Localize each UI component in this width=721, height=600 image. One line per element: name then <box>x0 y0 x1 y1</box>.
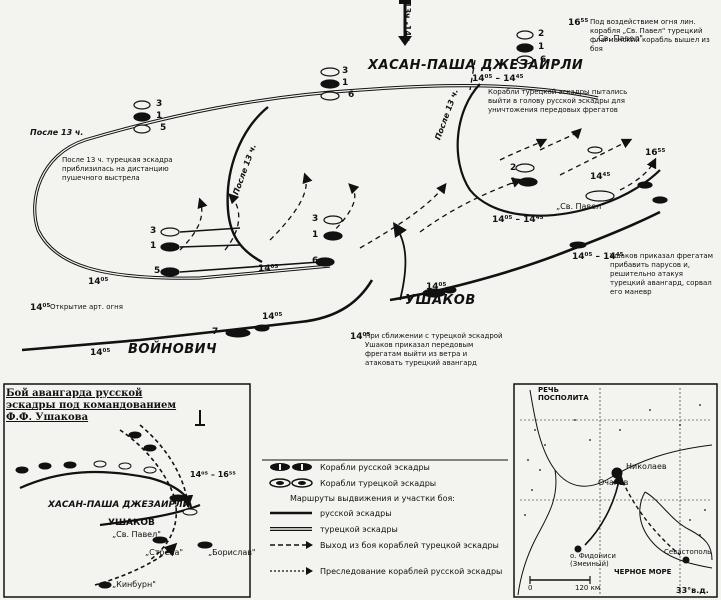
ship-number: 3 <box>312 214 319 224</box>
geo-black-sea: ЧЕРНОЕ МОРЕ <box>614 568 672 576</box>
turkish-ship-icon <box>269 478 313 488</box>
legend-russian-ships: Корабли русской эскадры <box>268 462 430 472</box>
time-1405-g: 14⁰⁵ <box>426 282 447 292</box>
geo-scale-zero: 0 <box>528 584 533 592</box>
inset-frames <box>3 383 718 598</box>
ship-number: 6 <box>348 90 355 100</box>
inset-boryslav: „Борислав" <box>208 548 256 557</box>
time-1655-b: 16⁵⁵ <box>645 148 666 158</box>
ship-number: 7 <box>212 327 219 337</box>
turkish-exit-icon <box>270 541 313 549</box>
ship-number: 2 <box>510 163 517 173</box>
geo-rech-pospolita: РЕЧЬ ПОСПОЛИТА <box>538 386 589 402</box>
note-turkish-fleet: Корабли турецкой эскадры пытались выйти … <box>488 88 628 114</box>
turkish-ships <box>133 30 668 277</box>
inset-battle-ships <box>15 431 213 589</box>
ship-number: 6 <box>312 256 319 266</box>
time-1405-b: 14⁰⁵ <box>88 277 109 287</box>
inset-kinburn: „Кинбурн" <box>112 580 156 589</box>
top-course-arrow <box>398 0 412 46</box>
legend-russian-pursuit-label: Преследование кораблей русской эскадры <box>320 566 503 576</box>
geo-ochakov: Очаков <box>598 478 629 487</box>
russian-route <box>21 210 661 352</box>
after-13-left-label: После 13 ч. <box>30 128 84 137</box>
ship-number: 1 <box>342 78 349 88</box>
voinovich-label: ВОЙНОВИЧ <box>128 342 218 357</box>
turkish-route <box>33 83 661 280</box>
inset-sv-pavel: „Св. Павел" <box>112 530 161 539</box>
geo-scale-end: 120 км <box>575 584 601 592</box>
inset-time: 14⁰⁵ – 16⁵⁵ <box>190 470 236 479</box>
geo-sevastopol: Севастополь <box>664 548 712 556</box>
legend-turkish-ships-label: Корабли турецкой эскадры <box>320 478 437 488</box>
inset-fleet-name: ХАСАН-ПАША ДЖЕЗАИРЛИ <box>48 500 191 510</box>
time-1405-d: 14⁰⁵ <box>262 312 283 322</box>
engagement-lines <box>179 227 321 273</box>
inset-battle-title: Бой авангарда русской эскадры под команд… <box>6 388 177 423</box>
time-1405-e: 14⁰⁵ <box>90 348 111 358</box>
note-ushakov-approach: При сближении с турецкой эскадрой Ушаков… <box>365 332 503 367</box>
ship-number: 5 <box>160 123 167 133</box>
legend-turkish-ships: Корабли турецкой эскадры <box>268 478 436 488</box>
time-1405-1445-mid: 14⁰⁵ – 14⁴⁵ <box>492 215 544 225</box>
note-ushakov-frigates: Ушаков приказал фрегатам прибавить парус… <box>610 252 713 296</box>
top-time-label: 13ч.-14ч. <box>403 2 412 45</box>
legend-turkish-exit-label: Выход из боя кораблей турецкой эскадры <box>320 540 499 550</box>
legend-routes-header: Маршруты выдвижения и участки боя: <box>290 494 455 503</box>
ushakov-label: УШАКОВ <box>405 293 476 308</box>
inset-geo-drawing <box>517 388 713 596</box>
legend-russian-ships-label: Корабли русской эскадры <box>320 462 430 472</box>
ship-number: 6 <box>540 55 547 65</box>
ship-number: 1 <box>312 230 319 240</box>
legend-turkish-route: турецкой эскадры <box>268 524 398 534</box>
sv-pavel-label: „Св. Павел" <box>556 202 605 211</box>
legend-russian-route: русской эскадры <box>268 508 392 518</box>
time-1445: 14⁴⁵ <box>590 172 611 182</box>
time-1405-1445-right: 14⁰⁵ – 14⁴⁵ <box>572 252 624 262</box>
ship-number: 2 <box>538 29 545 39</box>
russian-ship-icon <box>270 463 312 471</box>
note-flagship: Под воздействием огня лин. корабля „Св. … <box>590 18 710 53</box>
ship-number: 5 <box>154 266 161 276</box>
note-open-fire: Открытие арт. огня <box>50 303 123 311</box>
ship-number: 1 <box>156 111 163 121</box>
legend-turkish-exit: Выход из боя кораблей турецкой эскадры <box>268 540 508 550</box>
ship-number: 3 <box>156 99 163 109</box>
turkish-exit-paths <box>179 128 657 251</box>
legend-turkish-route-label: турецкой эскадры <box>320 524 398 534</box>
inset-strela: „Стрела" <box>145 548 184 557</box>
ship-number: 1 <box>538 42 545 52</box>
geo-fidonisi: о. Фидониси (Змеиный) <box>570 552 616 568</box>
geo-nikolaev: Николаев <box>626 462 667 471</box>
note-after-13: После 13 ч. турецкая эскадра приблизилас… <box>62 156 173 182</box>
time-1405-f: 14⁰⁵ <box>350 332 371 342</box>
time-1655: 16⁵⁵ <box>568 18 589 28</box>
time-1405-1445-top: 14⁰⁵ – 14⁴⁵ <box>472 74 524 84</box>
time-1405-a: 14⁰⁵ <box>258 264 279 274</box>
geo-longitude: 33°в.д. <box>676 586 709 595</box>
legend-russian-pursuit: Преследование кораблей русской эскадры <box>268 566 508 576</box>
russian-ships <box>225 241 587 338</box>
legend-russian-route-label: русской эскадры <box>320 508 392 518</box>
ship-number: 3 <box>150 226 157 236</box>
sv-pavel-label-b: „Св. Павел" <box>594 34 643 43</box>
russian-route-icon <box>270 511 312 515</box>
time-1405-c: 14⁰⁵ <box>30 303 51 313</box>
russian-pursuit-icon <box>270 567 313 575</box>
fleet-name-main: ХАСАН-ПАША ДЖЕЗАИРЛИ <box>368 58 584 73</box>
ship-number: 1 <box>510 177 517 187</box>
inset-ushakov: УШАКОВ <box>108 518 155 528</box>
inset-geo-dots <box>524 404 706 536</box>
turkish-route-icon <box>270 527 312 531</box>
ship-number: 3 <box>342 66 349 76</box>
ship-number: 1 <box>150 241 157 251</box>
